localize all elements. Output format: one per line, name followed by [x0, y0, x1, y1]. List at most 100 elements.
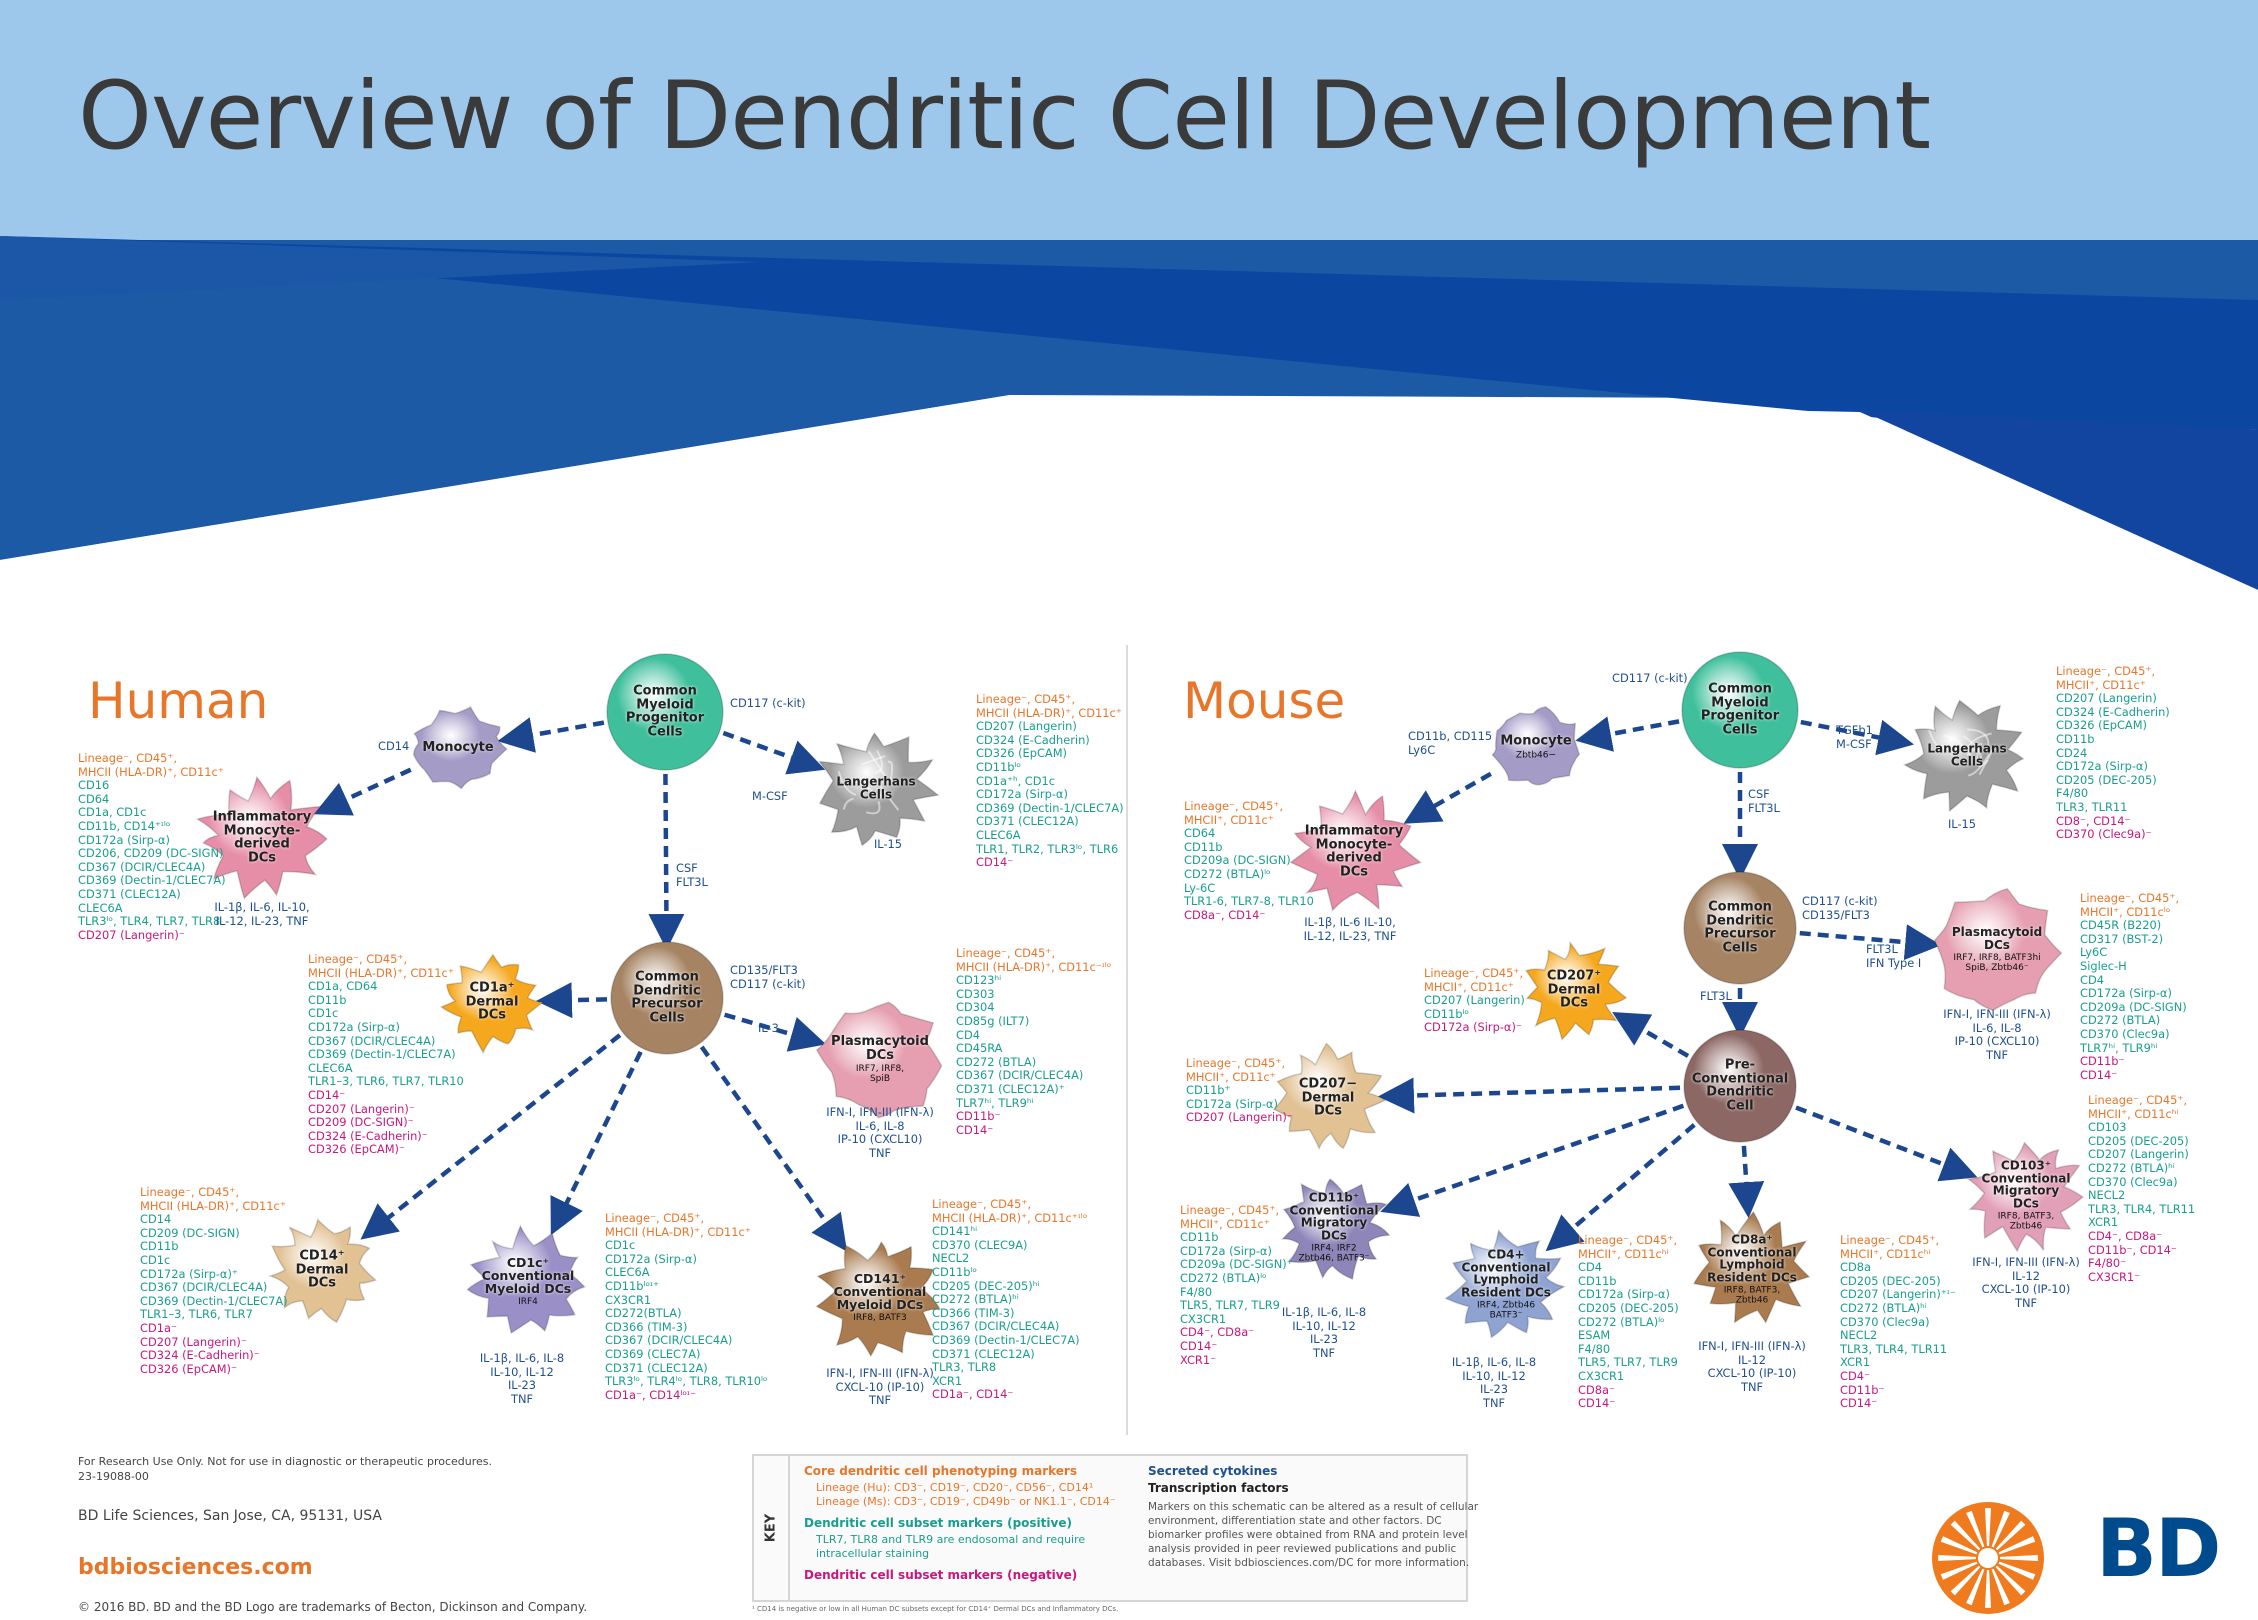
marker-line: TLR5, TLR7, TLR9 — [1578, 1355, 1678, 1370]
marker-line: CD207 (Langerin) — [1424, 993, 1525, 1008]
pathway-label: FLT3L IFN Type I — [1866, 942, 1922, 970]
pathway-arrow — [1800, 719, 1915, 756]
marker-line: ESAM — [1578, 1328, 1611, 1343]
marker-line: CD14⁻ — [1180, 1338, 1218, 1353]
pathway-arrow — [313, 767, 412, 816]
key-note-4: analysis provided in peer reviewed publi… — [1148, 1543, 1457, 1555]
cell-texture-line — [837, 770, 857, 796]
pathway-label: TGFb1 M-CSF — [1836, 723, 1873, 751]
marker-line: MHCII⁺, CD11c⁺ — [2056, 677, 2146, 692]
logo-ray — [1966, 1510, 1985, 1548]
address: BD Life Sciences, San Jose, CA, 95131, U… — [78, 1508, 382, 1524]
cell-texture-line — [887, 760, 894, 782]
pathway-arrow — [550, 1050, 643, 1236]
marker-block-mb-lc: Lineage⁻, CD45⁺,MHCII⁺, CD11c⁺CD207 (Lan… — [2056, 664, 2170, 842]
marker-block-hb-cd14: Lineage⁻, CD45⁺,MHCII (HLA-DR)⁺, CD11c⁺ C… — [140, 1185, 288, 1376]
marker-line: Lineage⁻, CD45⁺, — [140, 1185, 240, 1199]
key-core-ms: Lineage (Ms): CD3⁻, CD19⁻, CD49b⁻ or NK1… — [816, 1495, 1116, 1508]
marker-line: CD172a (Sirp-α) — [2080, 986, 2172, 1001]
marker-line: Lineage⁻, CD45⁺, — [2080, 891, 2180, 905]
logo-ray — [1985, 1508, 1991, 1546]
marker-line: CD369 (Dectin-1/CLEC7A) — [308, 1047, 456, 1062]
cell-shape-m-cd4 — [1444, 1228, 1567, 1339]
cell-shape-m-cd207p — [1525, 940, 1628, 1041]
pathway-arrow — [1380, 1103, 1685, 1217]
marker-line: CD369 (Dectin-1/CLEC7A) — [932, 1332, 1080, 1347]
marker-line: CD172a (Sirp-α) — [605, 1251, 697, 1266]
marker-line: CD272 (BTLA)ʰⁱ — [1840, 1300, 1927, 1315]
cytokine-list: IFN-I, IFN-III (IFN-λ) IL-6, IL-8 IP-10 … — [826, 1105, 934, 1160]
marker-line: TLR3, TLR4, TLR11 — [1840, 1341, 1948, 1356]
marker-line: CD272 (BTLA) — [2080, 1013, 2161, 1028]
marker-line: CD11b, CD14⁺ᶦˡᵒ — [78, 818, 171, 833]
logo-ray — [2000, 1555, 2038, 1561]
marker-line: CD1a⁻, CD14ˡᵒᶦ⁻ — [605, 1387, 697, 1402]
cell-shape-h-cd1c — [466, 1224, 586, 1335]
marker-line: CD64 — [78, 791, 110, 806]
website-link[interactable]: bdbiosciences.com — [78, 1555, 313, 1580]
marker-line: NECL2 — [2088, 1188, 2126, 1203]
marker-line: CD11bˡᵒ — [932, 1264, 978, 1279]
marker-line: MHCII (HLA-DR)⁺, CD11c⁻ᶦˡᵒ — [956, 959, 1112, 974]
marker-line: CD367 (DCIR/CLEC4A) — [308, 1033, 436, 1048]
marker-line: F4/80 — [1180, 1284, 1213, 1299]
cell-shape-m-mono — [1491, 706, 1581, 786]
marker-line: CD370 (Clec9a) — [2080, 1026, 2170, 1041]
marker-line: TLR1–3, TLR6, TLR7, TLR10 — [308, 1074, 464, 1089]
marker-block-hb-inf: Lineage⁻, CD45⁺,MHCII (HLA-DR)⁺, CD11c⁺C… — [78, 751, 226, 942]
cell-shape-h-cmp — [606, 653, 724, 771]
marker-line: MHCII (HLA-DR)⁺, CD11c⁺ᶦˡᵒ — [932, 1210, 1088, 1225]
pathway-arrow — [1377, 1077, 1681, 1114]
marker-line: TLR7ʰⁱ, TLR9ʰⁱ — [956, 1095, 1034, 1110]
marker-line: MHCII (HLA-DR)⁺, CD11c⁺ — [78, 764, 224, 779]
marker-block-hb-cd1c: Lineage⁻, CD45⁺,MHCII (HLA-DR)⁺, CD11c⁺C… — [605, 1211, 768, 1402]
cell-texture-line — [1943, 734, 1963, 749]
cell-shape-m-cd11b — [1280, 1178, 1391, 1281]
marker-line: CD172a (Sirp-α) — [1180, 1243, 1272, 1258]
marker-block-hb-cd141: Lineage⁻, CD45⁺,MHCII (HLA-DR)⁺, CD11c⁺ᶦ… — [932, 1197, 1088, 1402]
marker-line: CX3CR1⁻ — [2088, 1269, 2141, 1284]
marker-line: CD207 (Langerin)⁻ — [308, 1101, 415, 1116]
marker-line: CD326 (EpCAM) — [976, 746, 1067, 761]
cell-shape-m-cd103 — [1966, 1141, 2084, 1253]
marker-line: CD205 (DEC-205) — [2056, 772, 2157, 787]
marker-line: CD14⁻ — [956, 1122, 994, 1137]
key-negative-title: Dendritic cell subset markers (negative) — [804, 1568, 1078, 1582]
marker-line: CLEC6A — [605, 1265, 650, 1280]
marker-line: MHCII (HLA-DR)⁺, CD11c⁺ — [140, 1198, 286, 1213]
logo-ray — [1938, 1555, 1976, 1561]
marker-line: NECL2 — [1840, 1328, 1878, 1343]
marker-line: CLEC6A — [976, 827, 1021, 842]
marker-line: CD324 (E-Cadherin)⁻ — [308, 1128, 428, 1143]
marker-line: CD14⁻ — [1840, 1396, 1878, 1411]
marker-line: CD11b — [1578, 1273, 1617, 1288]
marker-line: CD324 (E-Cadherin) — [2056, 704, 2170, 719]
marker-line: MHCII⁺, CD11cʰⁱ — [2088, 1106, 2179, 1121]
marker-line: CD326 (EpCAM)⁻ — [140, 1361, 237, 1376]
marker-line: CD367 (DCIR/CLEC4A) — [605, 1333, 733, 1348]
marker-line: CD370 (Clec9a) — [2088, 1174, 2178, 1189]
marker-line: Lineage⁻, CD45⁺, — [932, 1197, 1032, 1211]
marker-line: Lineage⁻, CD45⁺, — [956, 946, 1056, 960]
marker-line: CD14⁻ — [1578, 1396, 1616, 1411]
marker-line: CD172a (Sirp-α) — [78, 832, 170, 847]
marker-line: TLR1-6, TLR7-8, TLR10 — [1184, 894, 1314, 909]
marker-line: CD371 (CLEC12A) — [605, 1360, 708, 1375]
marker-line: CD4 — [1578, 1260, 1602, 1275]
pathway-arrow — [535, 982, 608, 1019]
marker-line: CD4 — [956, 1027, 980, 1042]
marker-line: CX3CR1 — [605, 1292, 652, 1307]
marker-block-mb-cd207n: Lineage⁻, CD45⁺,MHCII⁺, CD11c⁺CD11b⁺CD17… — [1186, 1056, 1293, 1125]
marker-line: CD366 (TIM-3) — [605, 1319, 688, 1334]
cell-shape-m-lc — [1902, 699, 2025, 813]
pathway-arrow — [1795, 1105, 1978, 1182]
cell-texture-line — [1966, 742, 1983, 756]
marker-line: CD11b — [1180, 1230, 1219, 1245]
marker-line: CD11b⁻, CD14⁻ — [2088, 1242, 2177, 1257]
marker-line: CD207 (Langerin)⁻ — [78, 927, 185, 942]
marker-line: CX3CR1 — [1180, 1311, 1227, 1326]
marker-line: Lineage⁻, CD45⁺, — [1184, 799, 1284, 813]
